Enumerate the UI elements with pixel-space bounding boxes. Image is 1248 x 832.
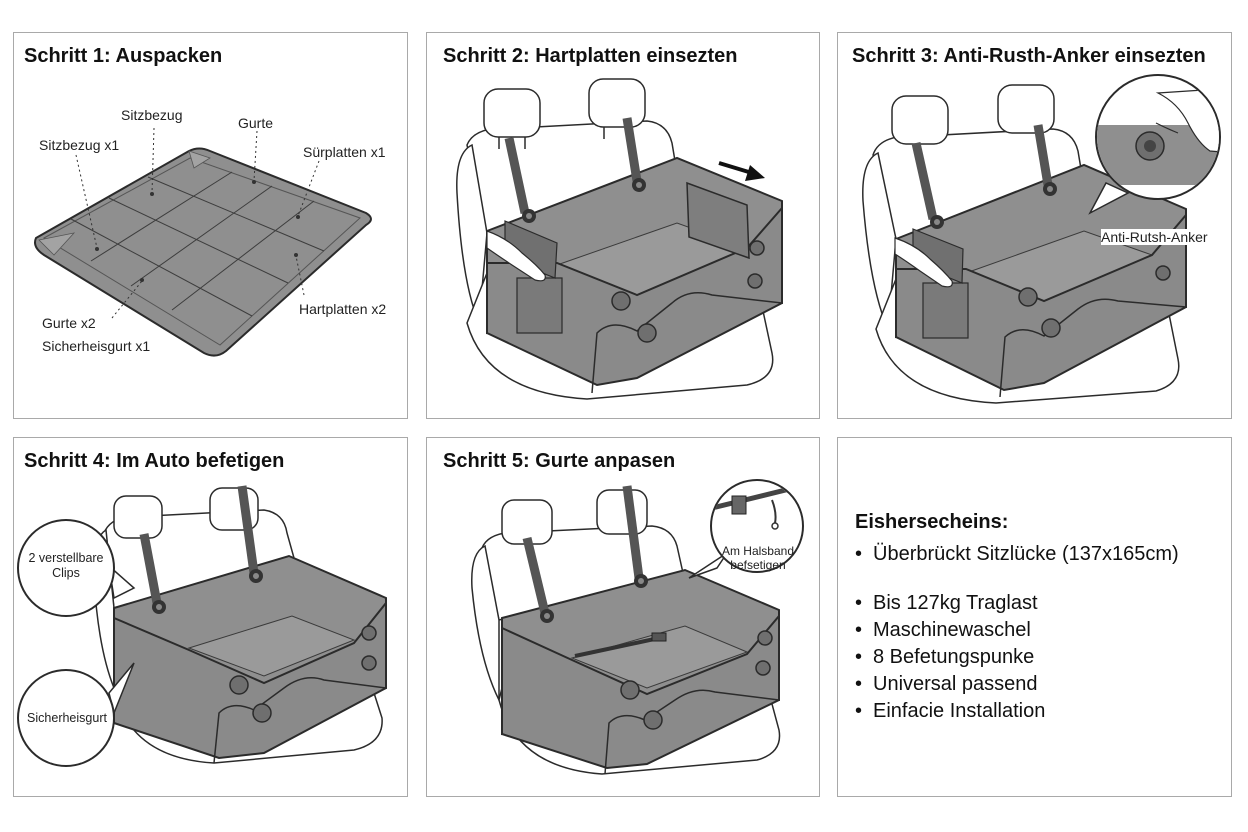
- label-gurte: Gurte: [238, 115, 274, 131]
- panel-step-3: Schritt 3: Anti-Rusth-Anker einsezten: [837, 32, 1232, 419]
- panel-features: Eishersecheins: •Überbrückt Sitzlücke (1…: [837, 437, 1232, 797]
- step-2-title: Schritt 2: Hartplatten einsezten: [443, 45, 738, 67]
- callout-halsband: Am Halsband befsetigen: [721, 544, 795, 572]
- panel-step-2: Schritt 2: Hartplatten einsezten: [426, 32, 820, 419]
- install-in-car-illustration: [17, 485, 387, 767]
- step-4-title: Schritt 4: Im Auto befetigen: [24, 450, 285, 472]
- panel-step-4: Schritt 4: Im Auto befetigen 2 verstellb…: [13, 437, 408, 797]
- seat-cover-mat: [34, 147, 372, 357]
- callout-sicherheitsgurt: Sicherheisgurt: [27, 711, 107, 725]
- label-surplatten-x1: Sürplatten x1: [303, 144, 386, 160]
- feature-item: •Bis 127kg Traglast: [855, 592, 1038, 614]
- panel-step-5: Schritt 5: Gurte anpasen: [426, 437, 820, 797]
- label-sitzbezug-x1: Sitzbezug x1: [39, 137, 120, 153]
- unpacked-mat-illustration: [34, 127, 372, 357]
- features-list: •Überbrückt Sitzlücke (137x165cm) •Bis 1…: [855, 541, 1179, 725]
- step-5-title: Schritt 5: Gurte anpasen: [443, 450, 676, 472]
- callout-anti-rutsch-anker: Anti-Rutsh-Anker: [1101, 229, 1208, 245]
- step-3-title: Schritt 3: Anti-Rusth-Anker einsezten: [852, 45, 1206, 67]
- feature-item: •Maschinewaschel: [855, 619, 1031, 641]
- feature-item: •Überbrückt Sitzlücke (137x165cm): [855, 543, 1179, 565]
- adjust-straps-illustration: [471, 479, 804, 775]
- feature-item: •8 Befetungspunke: [855, 646, 1035, 668]
- insert-boards-illustration: [456, 78, 783, 400]
- anchor-illustration: [862, 74, 1221, 404]
- label-gurte-x2: Gurte x2: [42, 315, 96, 331]
- feature-item: •Universal passend: [855, 673, 1038, 695]
- step-1-title: Schritt 1: Auspacken: [24, 45, 223, 67]
- panel-step-1: Schritt 1: Auspacken: [13, 32, 408, 419]
- label-sicherheitsgurt-x1: Sicherheisgurt x1: [42, 338, 151, 354]
- label-sitzbezug: Sitzbezug: [121, 107, 183, 123]
- features-title: Eishersecheins:: [855, 511, 1009, 533]
- label-hartplatten-x2: Hartplatten x2: [299, 301, 387, 317]
- feature-item: •Einfacie Installation: [855, 700, 1046, 722]
- callout-clips: 2 verstellbare Clips: [28, 551, 104, 580]
